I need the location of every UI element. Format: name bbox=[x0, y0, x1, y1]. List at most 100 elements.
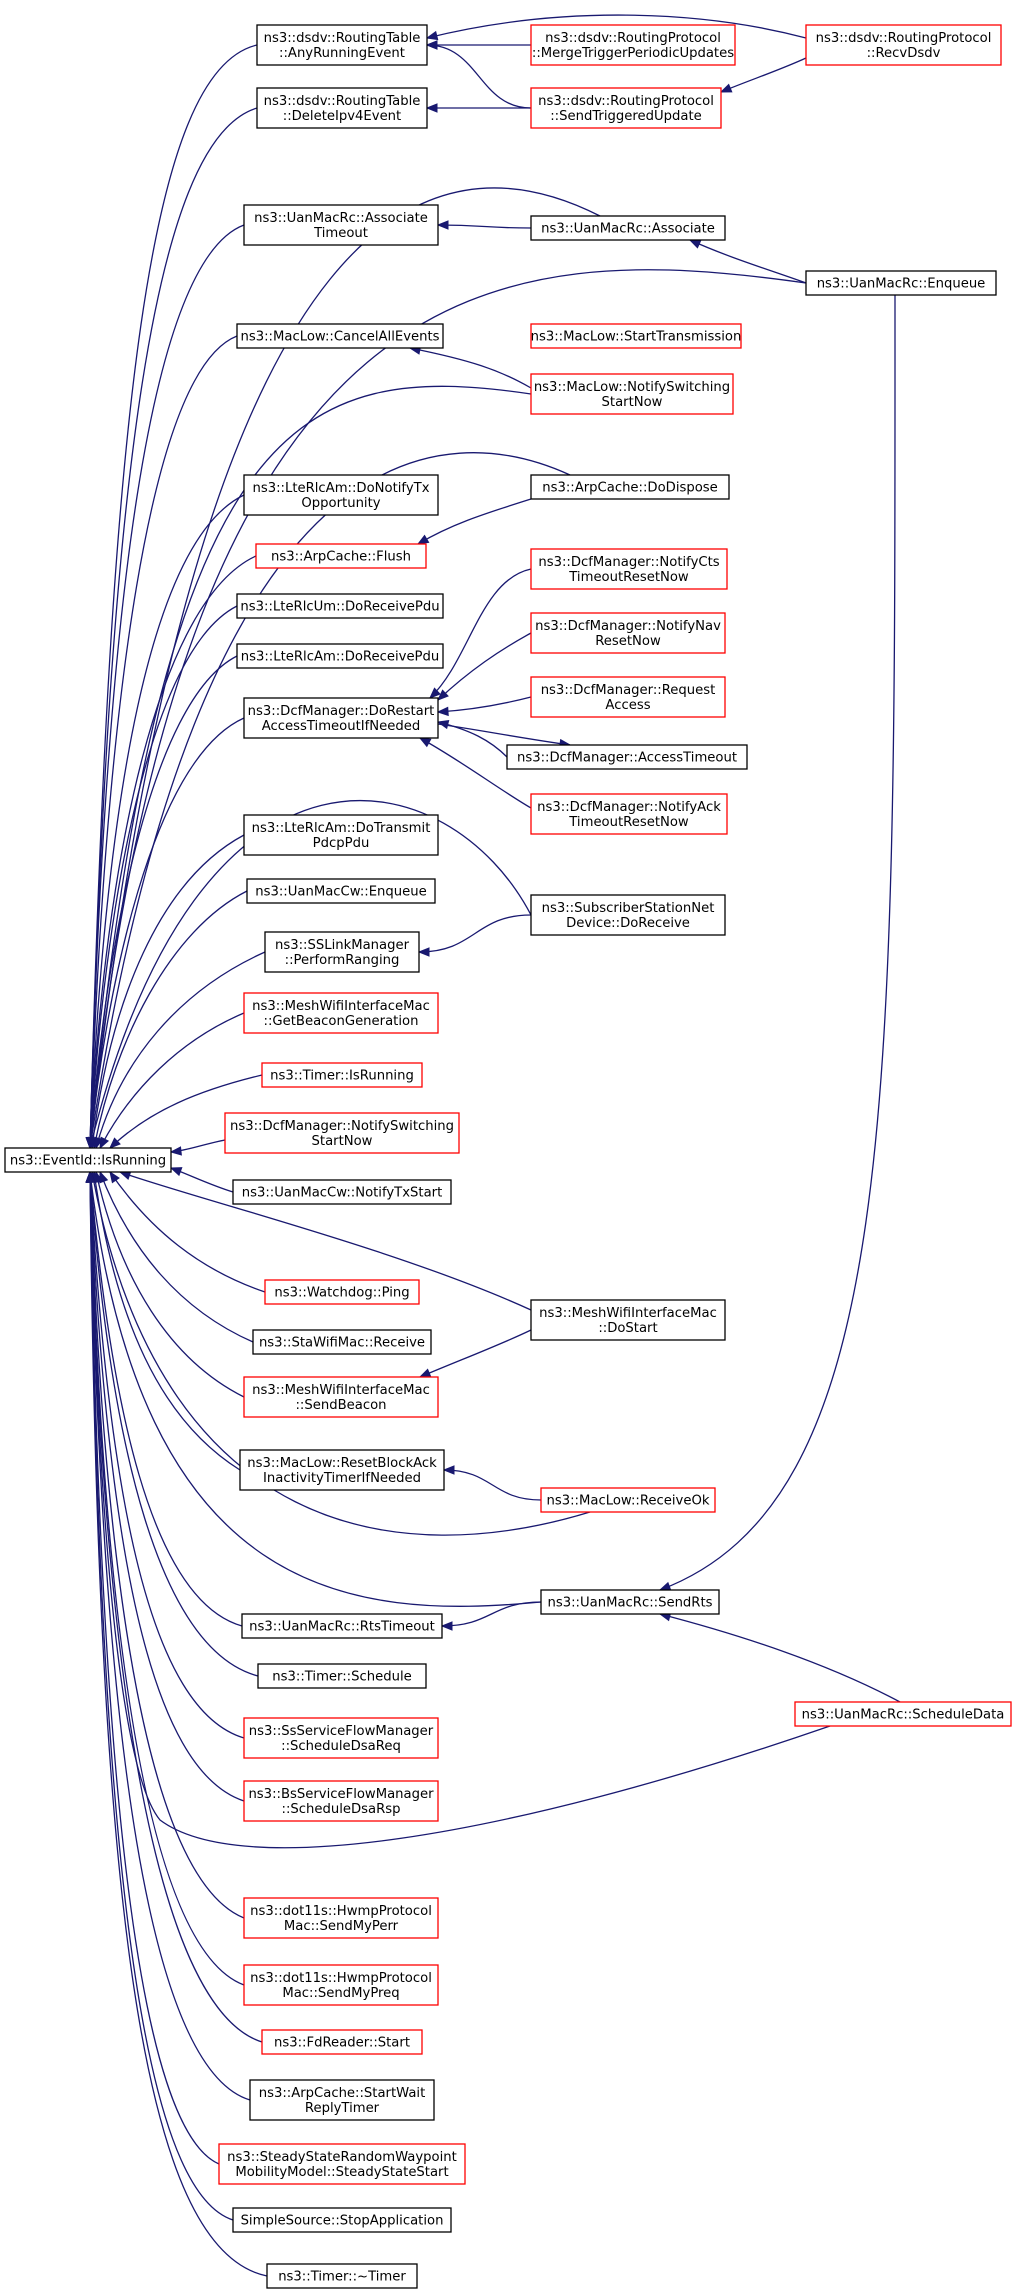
node-ssnet-receive[interactable]: ns3::SubscriberStationNetDevice::DoRecei… bbox=[530, 894, 726, 936]
node-label-line: ns3::MeshWifiInterfaceMac bbox=[252, 1383, 430, 1398]
node-rp-merge[interactable]: ns3::dsdv::RoutingProtocol::MergeTrigger… bbox=[530, 24, 736, 66]
edge-arrowhead bbox=[658, 1581, 672, 1591]
node-rp-sendtriggered[interactable]: ns3::dsdv::RoutingProtocol::SendTriggere… bbox=[530, 87, 722, 129]
node-label-line: ResetNow bbox=[595, 634, 661, 649]
edge-line bbox=[89, 799, 532, 1149]
node-uancw-notifytx[interactable]: ns3::UanMacCw::NotifyTxStart bbox=[232, 1179, 452, 1205]
node-dcf-accesstimeout[interactable]: ns3::DcfManager::AccessTimeout bbox=[506, 744, 748, 770]
call-edge bbox=[169, 1139, 226, 1156]
edge-arrowhead bbox=[429, 687, 441, 699]
node-box bbox=[506, 744, 748, 770]
node-maclow-receiveok[interactable]: ns3::MacLow::ReceiveOk bbox=[540, 1487, 716, 1513]
node-timer-isrunning[interactable]: ns3::Timer::IsRunning bbox=[261, 1062, 423, 1088]
call-edge bbox=[437, 723, 572, 749]
node-ss-dsareq[interactable]: ns3::SsServiceFlowManager::ScheduleDsaRe… bbox=[243, 1717, 439, 1759]
node-ltam-receive[interactable]: ns3::LteRlcAm::DoReceivePdu bbox=[236, 643, 444, 669]
node-rp-recvdsdv[interactable]: ns3::dsdv::RoutingProtocol::RecvDsdv bbox=[805, 24, 1002, 66]
node-mesh-sendbeacon[interactable]: ns3::MeshWifiInterfaceMac::SendBeacon bbox=[243, 1376, 439, 1418]
edge-line bbox=[418, 914, 532, 953]
node-simple-stop[interactable]: SimpleSource::StopApplication bbox=[232, 2207, 452, 2233]
edge-arrowhead bbox=[118, 1170, 132, 1180]
node-sslink-ranging[interactable]: ns3::SSLinkManager::PerformRanging bbox=[264, 931, 420, 973]
edge-line bbox=[437, 696, 532, 713]
node-maclow-cancel[interactable]: ns3::MacLow::CancelAllEvents bbox=[236, 323, 444, 349]
call-edge bbox=[719, 57, 807, 93]
node-bs-dsarsp[interactable]: ns3::BsServiceFlowManager::ScheduleDsaRs… bbox=[243, 1780, 439, 1822]
node-uancw-enqueue[interactable]: ns3::UanMacCw::Enqueue bbox=[246, 878, 436, 904]
call-edge bbox=[436, 696, 532, 717]
edge-line bbox=[659, 1613, 901, 1703]
node-uan-sendrts[interactable]: ns3::UanMacRc::SendRts bbox=[540, 1589, 720, 1615]
node-box bbox=[243, 204, 439, 246]
node-label-line: ns3::DcfManager::Request bbox=[541, 683, 716, 698]
node-label-line: ns3::LteRlcUm::DoReceivePdu bbox=[240, 600, 439, 615]
node-label-line: ns3::LteRlcAm::DoNotifyTx bbox=[252, 481, 429, 496]
edge-line bbox=[89, 1171, 245, 1802]
node-rt-anyrunning[interactable]: ns3::dsdv::RoutingTable::AnyRunningEvent bbox=[256, 24, 428, 66]
edge-line bbox=[437, 632, 532, 701]
node-label-line: ::ScheduleDsaReq bbox=[281, 1739, 401, 1754]
node-mesh-dostart[interactable]: ns3::MeshWifiInterfaceMac::DoStart bbox=[530, 1299, 726, 1341]
node-label-line: ns3::MacLow::ReceiveOk bbox=[547, 1494, 710, 1509]
node-maclow-resetblock[interactable]: ns3::MacLow::ResetBlockAckInactivityTime… bbox=[239, 1449, 445, 1491]
node-label-line: ns3::MeshWifiInterfaceMac bbox=[252, 999, 430, 1014]
node-sta-receive[interactable]: ns3::StaWifiMac::Receive bbox=[252, 1329, 432, 1355]
call-edge bbox=[658, 1612, 901, 1703]
node-label-line: ::PerformRanging bbox=[285, 953, 400, 968]
edge-line bbox=[89, 107, 258, 1149]
node-watchdog-ping[interactable]: ns3::Watchdog::Ping bbox=[264, 1279, 420, 1305]
node-uan-associate[interactable]: ns3::UanMacRc::Associate bbox=[530, 215, 726, 241]
node-label-line: ns3::Timer::Schedule bbox=[272, 1670, 411, 1685]
call-edge bbox=[437, 632, 532, 701]
edge-line bbox=[89, 1171, 251, 2101]
node-rt-deleteipv4[interactable]: ns3::dsdv::RoutingTable::DeleteIpv4Event bbox=[256, 87, 428, 129]
node-dcf-dorestart[interactable]: ns3::DcfManager::DoRestartAccessTimeoutI… bbox=[243, 697, 439, 739]
edge-line bbox=[89, 1171, 234, 2221]
node-dcf-notifyack[interactable]: ns3::DcfManager::NotifyAckTimeoutResetNo… bbox=[530, 793, 728, 835]
node-timer-dtor[interactable]: ns3::Timer::~Timer bbox=[266, 2263, 418, 2289]
node-box bbox=[805, 24, 1002, 66]
node-label-line: ns3::LteRlcAm::DoTransmit bbox=[252, 821, 431, 836]
node-label-line: Device::DoReceive bbox=[566, 916, 690, 931]
node-arp-flush[interactable]: ns3::ArpCache::Flush bbox=[255, 543, 427, 569]
call-edge bbox=[86, 655, 238, 1150]
node-label-line: ns3::UanMacRc::RtsTimeout bbox=[249, 1620, 435, 1635]
node-arp-dispose[interactable]: ns3::ArpCache::DoDispose bbox=[530, 474, 730, 500]
node-label-line: ns3::MeshWifiInterfaceMac bbox=[539, 1306, 717, 1321]
node-label-line: ::GetBeaconGeneration bbox=[264, 1014, 419, 1029]
node-mesh-getbeacon[interactable]: ns3::MeshWifiInterfaceMac::GetBeaconGene… bbox=[243, 992, 439, 1034]
node-isrunning[interactable]: ns3::EventId::IsRunning bbox=[4, 1147, 172, 1173]
edge-arrowhead bbox=[719, 83, 733, 93]
node-ltum-receive[interactable]: ns3::LteRlcUm::DoReceivePdu bbox=[236, 593, 444, 619]
node-label-line: ns3::DcfManager::AccessTimeout bbox=[517, 751, 737, 766]
node-timer-schedule[interactable]: ns3::Timer::Schedule bbox=[257, 1663, 427, 1689]
node-label-line: PdcpPdu bbox=[313, 836, 370, 851]
node-uan-enqueue[interactable]: ns3::UanMacRc::Enqueue bbox=[805, 270, 997, 296]
node-label-line: ReplyTimer bbox=[305, 2101, 380, 2116]
node-maclow-starttx[interactable]: ns3::MacLow::StartTransmission bbox=[530, 323, 742, 349]
node-box bbox=[530, 548, 728, 590]
node-uan-rtstimeout[interactable]: ns3::UanMacRc::RtsTimeout bbox=[241, 1613, 443, 1639]
edge-line bbox=[426, 44, 532, 109]
node-steady-start[interactable]: ns3::SteadyStateRandomWaypointMobilityMo… bbox=[218, 2143, 466, 2185]
node-box bbox=[540, 1589, 720, 1615]
edge-line bbox=[443, 1469, 542, 1501]
edge-arrowhead bbox=[109, 1170, 120, 1184]
node-label-line: AccessTimeoutIfNeeded bbox=[262, 719, 421, 734]
node-box bbox=[243, 1717, 439, 1759]
node-fd-start[interactable]: ns3::FdReader::Start bbox=[261, 2029, 423, 2055]
node-uan-scheduledata[interactable]: ns3::UanMacRc::ScheduleData bbox=[794, 1701, 1012, 1727]
edge-line bbox=[409, 347, 532, 389]
node-label-line: ns3::DcfManager::NotifySwitching bbox=[230, 1119, 454, 1134]
node-dcf-notifycts[interactable]: ns3::DcfManager::NotifyCtsTimeoutResetNo… bbox=[530, 548, 728, 590]
